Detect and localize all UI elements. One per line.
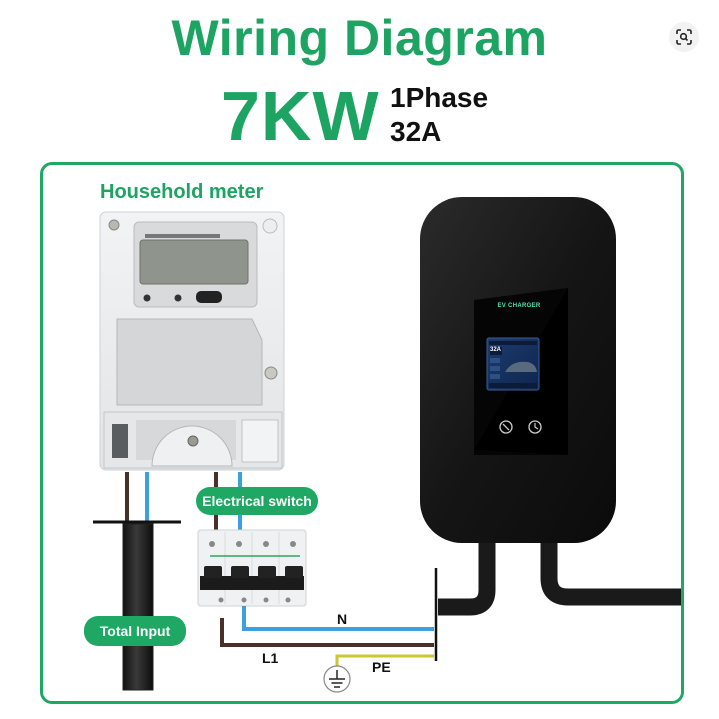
neutral-wire-label: N [337, 611, 348, 627]
total-input-label: Total Input [84, 616, 186, 646]
charger-start-button[interactable] [498, 419, 514, 435]
diagram-frame [40, 162, 684, 704]
household-meter [99, 211, 285, 471]
charger-screen-current: 32A [490, 347, 502, 353]
earth-wire-label: PE [372, 659, 391, 675]
power-rating: 7KW [221, 77, 380, 155]
visual-search-button[interactable] [669, 22, 699, 52]
phase-spec: 1Phase [390, 82, 489, 113]
page-title: Wiring Diagram [171, 10, 548, 66]
charger-brand-text: EV CHARGER [497, 303, 541, 309]
lens-scan-icon [676, 29, 692, 45]
charger-timer-button[interactable] [527, 419, 543, 435]
electrical-switch-label: Electrical switch [196, 487, 318, 515]
input-cable [93, 520, 181, 691]
ev-charger [420, 197, 616, 543]
live-wire-label: L1 [262, 650, 279, 666]
circuit-breaker [197, 529, 307, 607]
ground-icon [323, 665, 351, 693]
household-meter-label: Household meter [100, 181, 264, 203]
charger-cables [438, 540, 681, 616]
current-spec: 32A [390, 116, 442, 147]
